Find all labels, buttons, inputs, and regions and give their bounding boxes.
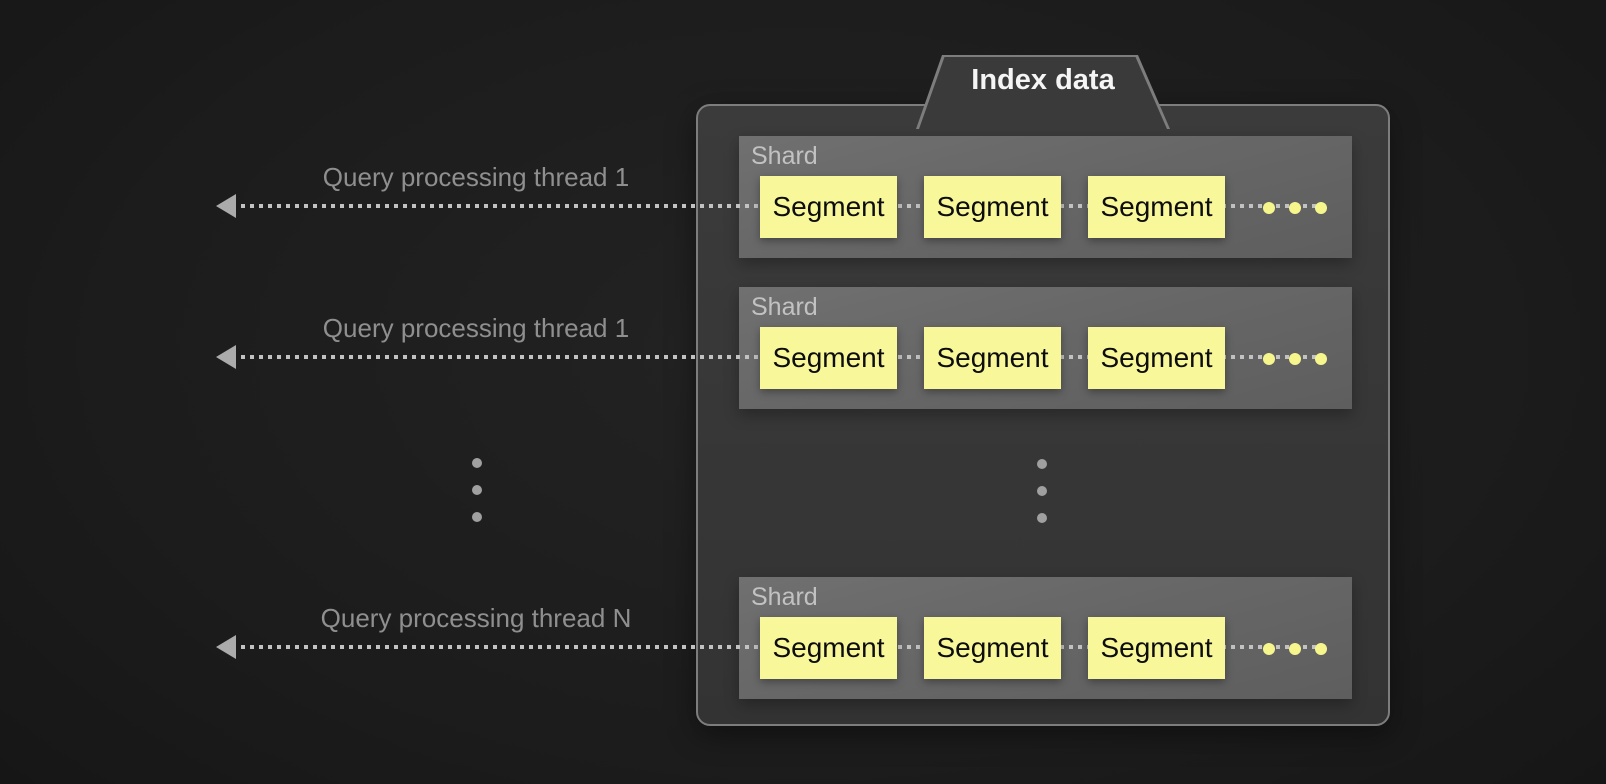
more-segments-dot-icon [1263,353,1275,365]
index-data-container: Shard Segment Segment Segment Shard Segm… [696,104,1390,726]
thread-label: Query processing thread N [320,603,632,633]
arrow-left-icon [216,194,236,218]
more-segments-dot-icon [1289,353,1301,365]
ellipsis-dot-icon [472,485,482,495]
arrow-left-icon [216,635,236,659]
thread-label: Query processing thread 1 [322,162,630,192]
more-segments-dot-icon [1289,202,1301,214]
tab-fill [919,57,1167,129]
ellipsis-dot-icon [472,458,482,468]
more-segments-dot-icon [1315,353,1327,365]
index-data-tab: Index data [916,55,1170,129]
shard-row-1: Shard Segment Segment Segment [739,136,1352,258]
segment-box: Segment [924,176,1061,238]
ellipsis-dot-icon [1037,486,1047,496]
segment-box: Segment [924,327,1061,389]
segment-box: Segment [760,617,897,679]
ellipsis-dot-icon [1037,459,1047,469]
segment-box: Segment [760,176,897,238]
segment-box: Segment [1088,617,1225,679]
diagram-title: Index data [971,64,1115,96]
shard-label: Shard [751,293,818,321]
thread-label: Query processing thread 1 [322,313,630,343]
arrow-left-icon [216,345,236,369]
shard-row-2: Shard Segment Segment Segment [739,287,1352,409]
more-segments-dot-icon [1315,643,1327,655]
ellipsis-dot-icon [1037,513,1047,523]
shard-label: Shard [751,583,818,611]
segment-box: Segment [924,617,1061,679]
shard-label: Shard [751,142,818,170]
more-segments-dot-icon [1263,202,1275,214]
segment-box: Segment [1088,176,1225,238]
segment-box: Segment [1088,327,1225,389]
segment-box: Segment [760,327,897,389]
shard-row-3: Shard Segment Segment Segment [739,577,1352,699]
more-segments-dot-icon [1263,643,1275,655]
more-segments-dot-icon [1289,643,1301,655]
more-segments-dot-icon [1315,202,1327,214]
ellipsis-dot-icon [472,512,482,522]
